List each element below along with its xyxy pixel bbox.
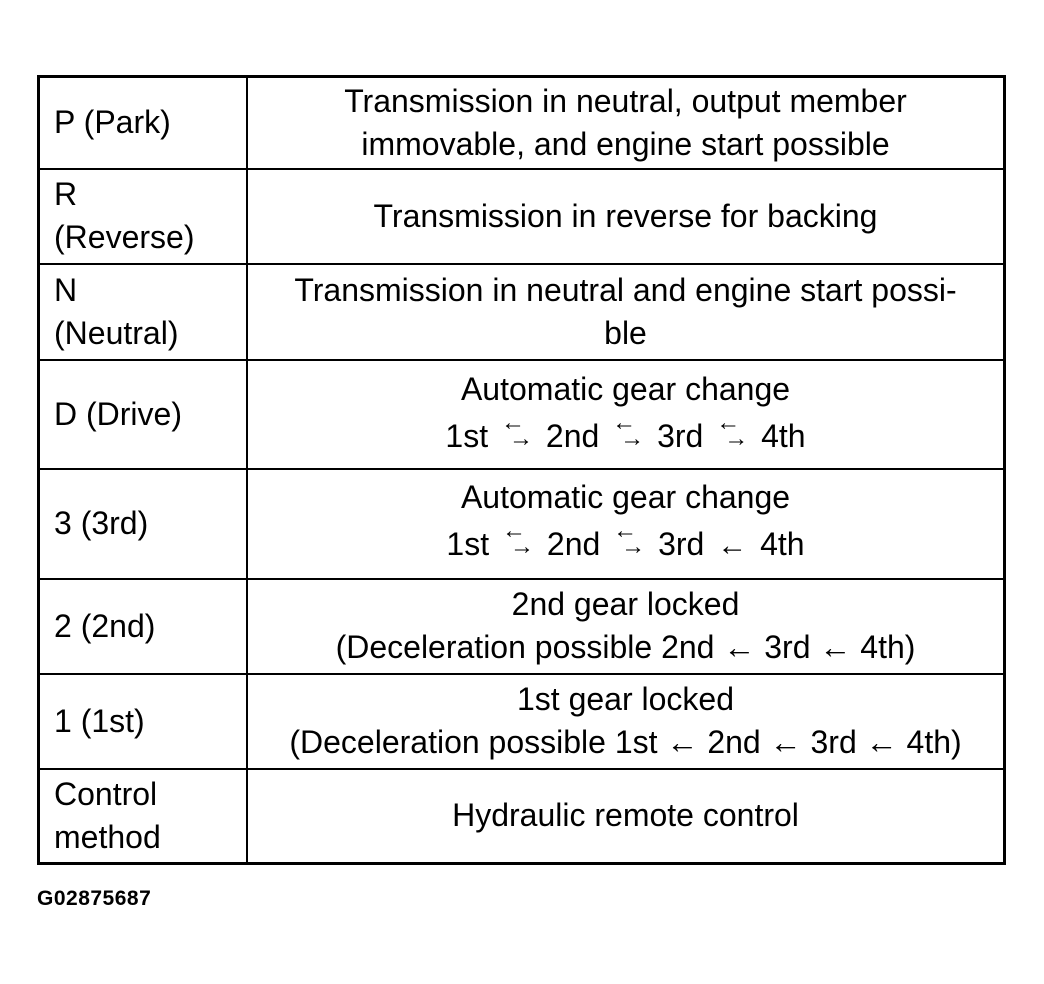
description-cell: Automatic gear change 1st ←→ 2nd ←→ 3rd …	[246, 358, 1006, 470]
table-row: 3 (3rd) Automatic gear change 1st ←→ 2nd…	[37, 467, 1006, 580]
double-arrow-icon: ←→	[501, 408, 533, 452]
position-cell: D (Drive)	[37, 358, 248, 470]
gear-label: 3rd	[657, 417, 704, 454]
description-line: 2nd gear locked	[511, 586, 740, 622]
description-cell: Transmission in reverse for backing	[246, 167, 1006, 265]
description-line: 1st gear locked	[516, 681, 734, 717]
description-line: (Deceleration possible 1st ← 2nd ← 3rd ←…	[289, 724, 962, 760]
position-label: 3 (3rd)	[54, 505, 149, 541]
position-label: D (Drive)	[54, 395, 182, 432]
table-row: P (Park) Transmission in neutral, output…	[37, 75, 1006, 170]
double-arrow-icon: ←→	[502, 517, 534, 560]
position-label: method	[54, 818, 161, 855]
position-label: (Reverse)	[54, 219, 195, 255]
figure-id: G02875687	[37, 887, 152, 910]
position-label: P (Park)	[54, 104, 171, 141]
gear-sequence: 1st ←→ 2nd ←→ 3rd ←→ 4th	[256, 408, 995, 461]
gear-label: 4th	[760, 526, 805, 562]
shift-position-table: P (Park) Transmission in neutral, output…	[37, 75, 1006, 865]
position-label: N	[54, 271, 78, 308]
position-cell: N (Neutral)	[37, 262, 248, 361]
gear-label: 4th	[761, 417, 806, 454]
gear-label: 1st	[445, 417, 489, 454]
description-line: Hydraulic remote control	[452, 797, 799, 834]
gear-sequence: 1st ←→ 2nd ←→ 3rd ← 4th	[256, 519, 995, 571]
table-row: D (Drive) Automatic gear change 1st ←→ 2…	[37, 358, 1006, 470]
description-cell: Transmission in neutral, output member i…	[246, 75, 1006, 170]
position-label: R	[54, 176, 78, 212]
table-row: 2 (2nd) 2nd gear locked (Deceleration po…	[37, 577, 1006, 675]
position-cell: 1 (1st)	[37, 672, 248, 770]
description-line: (Deceleration possible 2nd ← 3rd ← 4th)	[335, 629, 916, 665]
table-row: N (Neutral) Transmission in neutral and …	[37, 262, 1006, 361]
description-line: ble	[604, 314, 647, 351]
table-row: Control method Hydraulic remote control	[37, 767, 1006, 865]
left-arrow-icon: ←	[717, 529, 748, 562]
position-cell: 2 (2nd)	[37, 577, 248, 675]
position-label: 2 (2nd)	[54, 607, 156, 644]
description-line: Automatic gear change	[460, 479, 791, 515]
position-label: (Neutral)	[54, 314, 179, 351]
position-cell: P (Park)	[37, 75, 248, 170]
position-label: 1 (1st)	[54, 702, 145, 739]
description-cell: Transmission in neutral and engine start…	[246, 262, 1006, 361]
table-row: 1 (1st) 1st gear locked (Deceleration po…	[37, 672, 1006, 770]
double-arrow-icon: ←→	[613, 517, 646, 560]
gear-label: 3rd	[658, 526, 705, 562]
position-cell: R (Reverse)	[37, 167, 248, 265]
description-line: Transmission in neutral and engine start…	[294, 271, 957, 308]
gear-label: 2nd	[546, 526, 601, 562]
description-cell: 2nd gear locked (Deceleration possible 2…	[246, 577, 1006, 675]
gear-label: 2nd	[545, 417, 600, 454]
gear-label: 1st	[446, 526, 490, 562]
table-row: R (Reverse) Transmission in reverse for …	[37, 167, 1006, 265]
position-label: Control	[54, 775, 158, 812]
description-line: Transmission in reverse for backing	[373, 197, 878, 234]
double-arrow-icon: ←→	[612, 408, 645, 452]
description-line: Transmission in neutral, output member	[344, 82, 907, 119]
double-arrow-icon: ←→	[716, 408, 749, 452]
description-line: Automatic gear change	[460, 370, 791, 407]
description-cell: Hydraulic remote control	[246, 767, 1006, 865]
description-line: immovable, and engine start possible	[361, 125, 890, 162]
description-cell: Automatic gear change 1st ←→ 2nd ←→ 3rd …	[246, 467, 1006, 580]
position-cell: 3 (3rd)	[37, 467, 248, 580]
description-cell: 1st gear locked (Deceleration possible 1…	[246, 672, 1006, 770]
position-cell: Control method	[37, 767, 248, 865]
